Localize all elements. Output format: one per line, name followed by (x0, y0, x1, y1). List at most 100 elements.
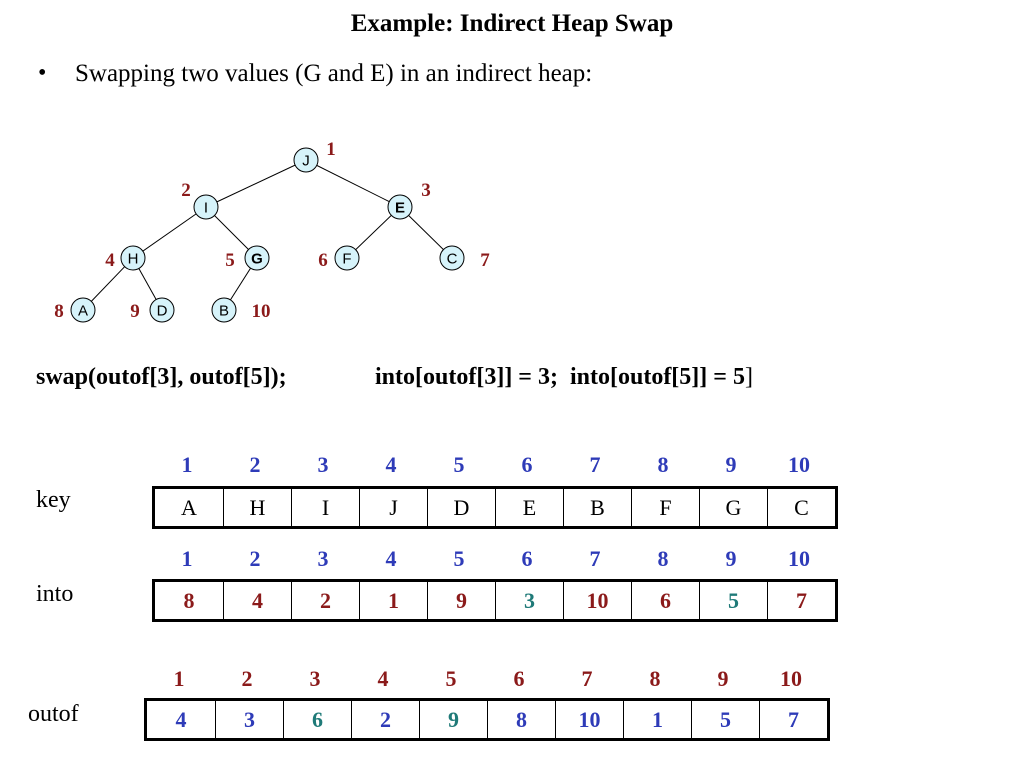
index-label: 4 (385, 452, 397, 477)
array-cell: B (563, 489, 631, 526)
index-label: 10 (780, 666, 802, 691)
index-label: 8 (649, 666, 661, 691)
index-label: 3 (317, 452, 329, 477)
array-cell: 1 (623, 701, 691, 738)
array-cell: 7 (759, 701, 827, 738)
index-label: 8 (657, 452, 669, 477)
tree-node-h (120, 245, 146, 271)
index-label: 6 (513, 666, 525, 691)
array-cell: 9 (419, 701, 487, 738)
index-label: 8 (657, 546, 669, 571)
index-label: 5 (445, 666, 457, 691)
index-label: 9 (717, 666, 729, 691)
index-label: 1 (173, 666, 185, 691)
tree-edge (205, 159, 307, 208)
tree-node-key: D (157, 303, 168, 320)
index-label: 7 (589, 452, 601, 477)
tree-node-g (244, 245, 270, 271)
array-cell: 2 (351, 701, 419, 738)
into-update-code-bracket: ] (744, 364, 753, 390)
array-cell: 2 (291, 582, 359, 619)
array-cell: 1 (359, 582, 427, 619)
tree-node-key: J (302, 153, 310, 170)
index-label: 10 (788, 546, 810, 571)
tree-position-label: 9 (130, 301, 140, 322)
array-cell: 6 (631, 582, 699, 619)
array-cell: 8 (183, 587, 195, 613)
index-label: 5 (453, 452, 465, 477)
tree-node-a (70, 297, 96, 323)
array-cell: D (427, 489, 495, 526)
bullet-text: Swapping two values (G and E) in an indi… (75, 60, 593, 87)
tree-node-c (439, 245, 465, 271)
key-label: key (36, 487, 71, 513)
tree-node-j (293, 147, 319, 173)
array-cell: C (767, 489, 835, 526)
tree-node-key: E (395, 200, 405, 217)
array-cell: 6 (283, 701, 351, 738)
index-label: 9 (725, 452, 737, 477)
tree-node-key: B (219, 303, 229, 320)
tree-position-label: 7 (480, 250, 490, 271)
index-label: 1 (181, 452, 193, 477)
array-cell: E (495, 489, 563, 526)
array-cell: 10 (555, 701, 623, 738)
index-label: 4 (385, 546, 397, 571)
tree-node-key: C (447, 251, 458, 268)
index-label: 6 (521, 546, 533, 571)
index-label: 9 (725, 546, 737, 571)
tree-position-label: 10 (252, 301, 271, 322)
into-label: into (36, 581, 74, 607)
tree-position-label: 8 (54, 301, 64, 322)
tree-position-label: 6 (318, 250, 328, 271)
index-label: 6 (521, 452, 533, 477)
index-label: 2 (241, 666, 253, 691)
swap-code: swap(outof[3], outof[5]); (36, 364, 287, 390)
tree-node-key: F (342, 251, 351, 268)
tree-position-label: 1 (326, 139, 336, 160)
array-cell: 3 (215, 701, 283, 738)
index-label: 10 (788, 452, 810, 477)
array-cell: 5 (699, 582, 767, 619)
array-cell: H (223, 489, 291, 526)
array-cell: 7 (767, 582, 835, 619)
tree-node-i (193, 194, 219, 220)
tree-node-e (387, 194, 413, 220)
tree-node-key: A (78, 303, 88, 320)
index-label: 7 (589, 546, 601, 571)
tree-node-key: H (128, 251, 139, 268)
array-cell: I (291, 489, 359, 526)
tree-node-b (211, 297, 237, 323)
slide-title: Example: Indirect Heap Swap (350, 10, 674, 37)
tree-position-label: 2 (181, 180, 191, 201)
array-cell: G (699, 489, 767, 526)
array-cell: 9 (427, 582, 495, 619)
tree-position-label: 5 (225, 250, 235, 271)
array-cell: 5 (691, 701, 759, 738)
array-cell: 3 (495, 582, 563, 619)
tree-position-label: 4 (105, 250, 115, 271)
outof-label: outof (28, 701, 79, 727)
tree-edge (132, 206, 207, 259)
tree-node-d (149, 297, 175, 323)
tree-node-key: G (251, 251, 263, 268)
index-label: 4 (377, 666, 389, 691)
index-label: 3 (309, 666, 321, 691)
index-label: 7 (581, 666, 593, 691)
array-cell: 8 (487, 701, 555, 738)
index-label: 3 (317, 546, 329, 571)
tree-node-key: I (204, 200, 208, 217)
array-cell: J (359, 489, 427, 526)
index-label: 2 (249, 452, 261, 477)
tree-node-f (334, 245, 360, 271)
array-cell: F (631, 489, 699, 526)
bullet-marker: • (38, 60, 47, 86)
tree-position-label: 3 (421, 180, 431, 201)
array-cell: 4 (223, 582, 291, 619)
array-cell: A (181, 494, 197, 520)
into-update-code-text: into[outof[3]] = 3; into[outof[5]] = 5 (375, 364, 745, 390)
